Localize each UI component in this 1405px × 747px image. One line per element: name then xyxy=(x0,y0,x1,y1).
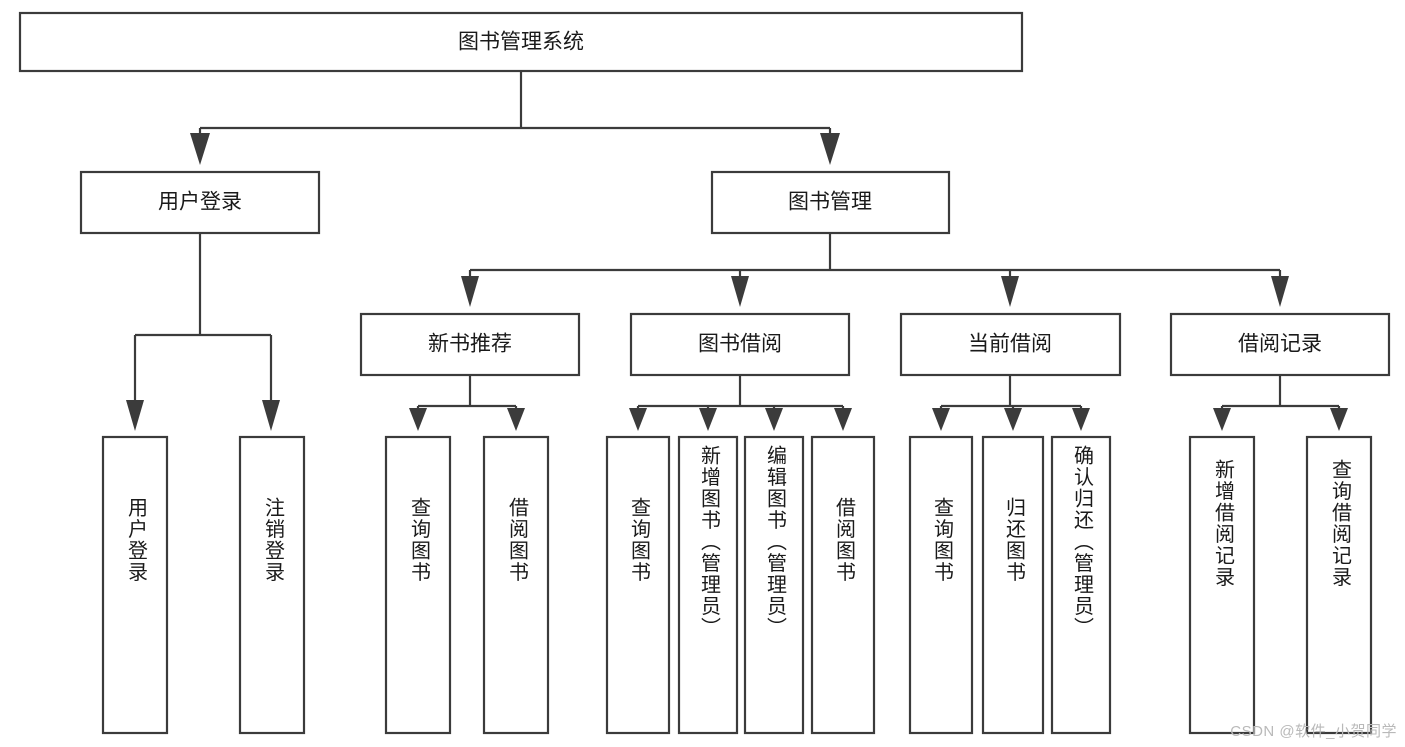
arrow-root-to-userlogin xyxy=(190,133,210,165)
arrow-borrowbook-to-borrow xyxy=(834,408,852,431)
arrow-bookmgmt-to-current xyxy=(1001,276,1019,307)
arrow-current-to-query xyxy=(932,408,950,431)
csdn-watermark: CSDN @软件_小贺同学 xyxy=(1230,723,1397,740)
node-book-management-rect[interactable] xyxy=(710,170,951,235)
node-user-login[interactable]: 用户登录 xyxy=(79,170,321,235)
leaf-rect-borrow-book-a[interactable] xyxy=(482,435,550,735)
arrow-borrowbook-to-query xyxy=(629,408,647,431)
arrow-newbook-to-query xyxy=(409,408,427,431)
node-book-management[interactable]: 图书管理 xyxy=(710,170,951,235)
node-book-management-label: 图书管理 xyxy=(788,191,872,214)
node-new-book-recommend-label: 新书推荐 xyxy=(428,333,512,356)
arrow-borrowbook-to-add xyxy=(699,408,717,431)
node-new-book-recommend-rect[interactable] xyxy=(359,312,581,377)
connector-group-userlogin xyxy=(126,233,280,431)
leaf-rect-add-record[interactable] xyxy=(1188,435,1256,735)
arrow-newbook-to-borrow xyxy=(507,408,525,431)
leaf-rect-logout[interactable] xyxy=(238,435,306,735)
node-current-borrow[interactable]: 当前借阅 xyxy=(899,312,1122,377)
connector-group-bookmgmt xyxy=(461,233,1289,307)
arrow-bookmgmt-to-records xyxy=(1271,276,1289,307)
arrow-userlogin-to-logout xyxy=(262,400,280,431)
arrow-root-to-bookmgmt xyxy=(820,133,840,165)
arrow-bookmgmt-to-newbook xyxy=(461,276,479,307)
arrow-userlogin-to-login xyxy=(126,400,144,431)
node-root[interactable]: 图书管理系统 xyxy=(18,11,1024,73)
node-new-book-recommend[interactable]: 新书推荐 xyxy=(359,312,581,377)
connector-group-records xyxy=(1213,375,1348,431)
leaf-rect-add-book[interactable] xyxy=(677,435,739,735)
node-book-borrow[interactable]: 图书借阅 xyxy=(629,312,851,377)
connector-group-borrowbook xyxy=(629,375,852,431)
leaf-rect-confirm-return[interactable] xyxy=(1050,435,1112,735)
node-book-borrow-rect[interactable] xyxy=(629,312,851,377)
arrow-records-to-add xyxy=(1213,408,1231,431)
leaf-rect-edit-book[interactable] xyxy=(743,435,805,735)
arrow-current-to-confirm xyxy=(1072,408,1090,431)
node-current-borrow-rect[interactable] xyxy=(899,312,1122,377)
node-borrow-records[interactable]: 借阅记录 xyxy=(1169,312,1391,377)
node-root-rect[interactable] xyxy=(18,11,1024,73)
node-borrow-records-rect[interactable] xyxy=(1169,312,1391,377)
leaf-rect-query-record[interactable] xyxy=(1305,435,1373,735)
node-borrow-records-label: 借阅记录 xyxy=(1238,333,1322,356)
connector-group-currentborrow xyxy=(932,375,1090,431)
node-current-borrow-label: 当前借阅 xyxy=(968,333,1052,356)
node-root-label: 图书管理系统 xyxy=(458,31,584,54)
leaf-rect-query-book-b[interactable] xyxy=(605,435,671,735)
node-user-login-label: 用户登录 xyxy=(158,191,242,214)
arrow-borrowbook-to-edit xyxy=(765,408,783,431)
connector-group-newbook xyxy=(409,375,525,431)
leaf-rect-query-book-c[interactable] xyxy=(908,435,974,735)
node-book-borrow-label: 图书借阅 xyxy=(698,333,782,356)
arrow-bookmgmt-to-borrow xyxy=(731,276,749,307)
arrow-records-to-query xyxy=(1330,408,1348,431)
leaf-rect-return-book[interactable] xyxy=(981,435,1045,735)
leaf-rect-user-login[interactable] xyxy=(101,435,169,735)
node-user-login-rect[interactable] xyxy=(79,170,321,235)
arrow-current-to-return xyxy=(1004,408,1022,431)
leaf-rect-borrow-book-b[interactable] xyxy=(810,435,876,735)
connector-group-root xyxy=(190,71,840,165)
leaf-rect-query-book-a[interactable] xyxy=(384,435,452,735)
